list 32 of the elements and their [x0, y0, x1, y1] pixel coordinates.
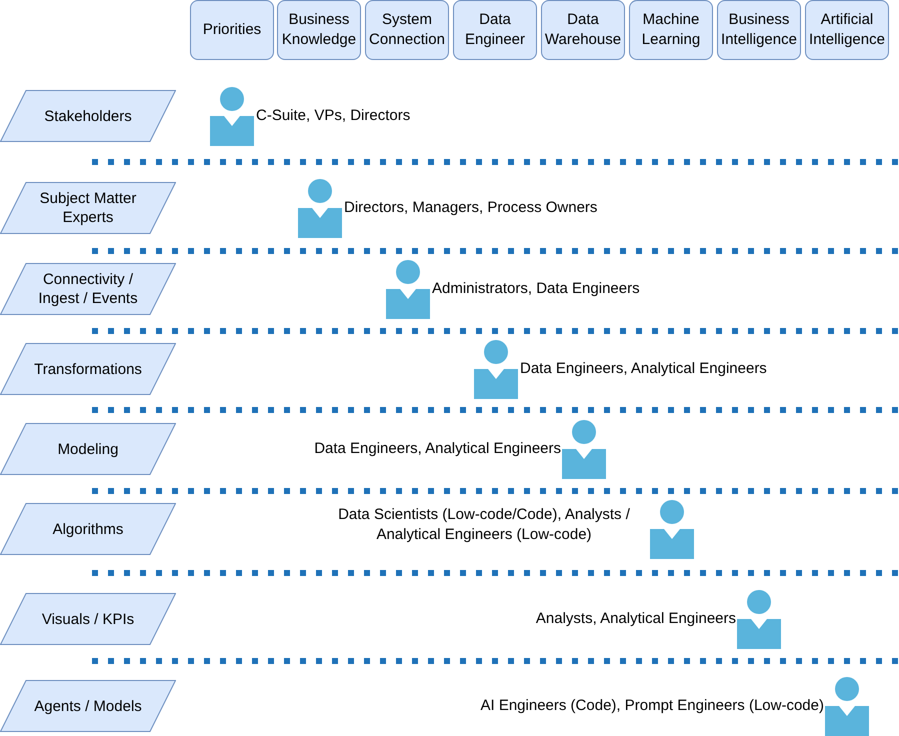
role-label: Directors, Managers, Process Owners: [344, 198, 598, 218]
row-label-parallelogram: Visuals / KPIs: [0, 593, 176, 645]
person-icon: [386, 259, 430, 319]
person-icon: [737, 589, 781, 649]
role-label: AI Engineers (Code), Prompt Engineers (Low-code): [480, 696, 824, 716]
row-label-parallelogram: Subject Matter Experts: [0, 182, 176, 234]
column-header: Business Intelligence: [717, 0, 801, 60]
role-label: Data Engineers, Analytical Engineers: [314, 439, 561, 459]
row-label-parallelogram: Connectivity / Ingest / Events: [0, 263, 176, 315]
column-header: Data Warehouse: [541, 0, 625, 60]
column-header: Artificial Intelligence: [805, 0, 889, 60]
role-label: C-Suite, VPs, Directors: [256, 106, 410, 126]
row-label-parallelogram: Modeling: [0, 423, 176, 475]
column-header: Priorities: [190, 0, 274, 60]
person-icon: [210, 86, 254, 146]
person-icon: [298, 178, 342, 238]
column-header: System Connection: [365, 0, 449, 60]
column-header: Business Knowledge: [277, 0, 361, 60]
column-header: Data Engineer: [453, 0, 537, 60]
role-label: Administrators, Data Engineers: [432, 279, 640, 299]
column-header: Machine Learning: [629, 0, 713, 60]
person-icon: [474, 339, 518, 399]
row-label-parallelogram: Agents / Models: [0, 680, 176, 732]
role-label: Data Scientists (Low-code/Code), Analysts / Analytical Engineers (Low-code): [337, 505, 631, 545]
person-icon: [562, 419, 606, 479]
person-icon: [650, 499, 694, 559]
row-label-parallelogram: Stakeholders: [0, 90, 176, 142]
role-label: Analysts, Analytical Engineers: [536, 609, 736, 629]
row-label-parallelogram: Algorithms: [0, 503, 176, 555]
row-label-parallelogram: Transformations: [0, 343, 176, 395]
role-label: Data Engineers, Analytical Engineers: [520, 359, 767, 379]
person-icon: [825, 676, 869, 736]
